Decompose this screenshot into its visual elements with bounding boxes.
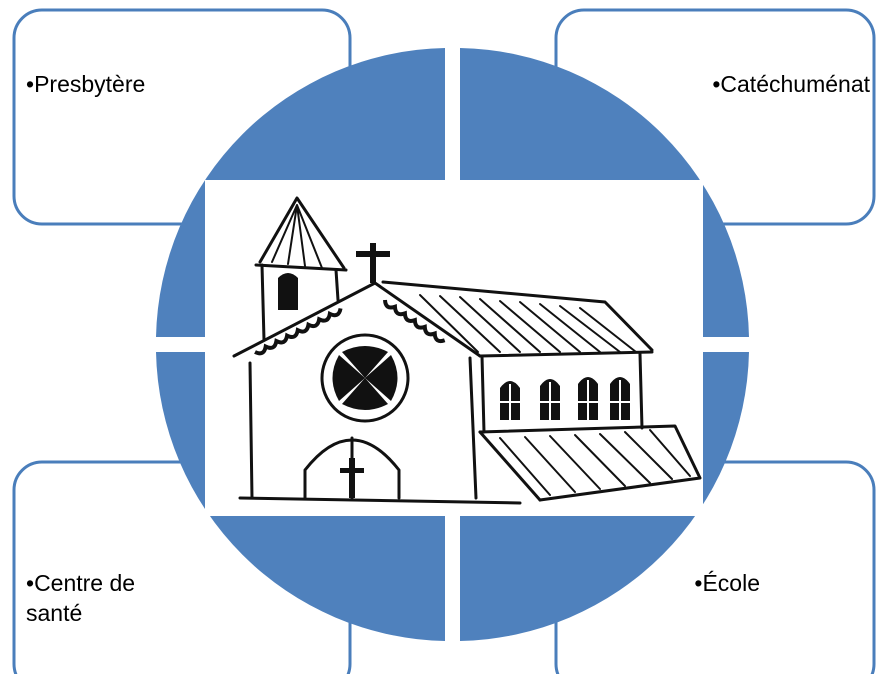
label-presbytere: •Presbytère — [26, 69, 286, 99]
bullet-glyph: • — [26, 71, 35, 97]
door-cross-icon — [349, 458, 355, 498]
label-catechumenat: •Catéchuménat — [570, 69, 870, 99]
label-ecole: •École — [570, 568, 760, 598]
bullet-glyph: • — [26, 570, 35, 596]
roof-hatching — [419, 294, 691, 496]
side-window-mullions — [500, 380, 630, 420]
church-drawing — [205, 180, 703, 516]
eave-scallops — [254, 299, 446, 356]
label-text: Catéchuménat — [720, 71, 870, 97]
label-text: Centre de santé — [26, 570, 136, 626]
label-centre-de-sante: •Centre de santé — [26, 568, 226, 628]
label-text: École — [702, 570, 760, 596]
label-text: Presbytère — [34, 71, 146, 97]
church-solid-details — [278, 243, 630, 498]
bullet-glyph: • — [712, 71, 721, 97]
church-image-frame — [205, 180, 703, 516]
tower-roof-outline — [258, 196, 346, 270]
roof-cross-icon — [370, 243, 376, 283]
bullet-glyph: • — [694, 570, 703, 596]
rose-window-outline — [320, 333, 410, 423]
tower-window — [278, 273, 298, 310]
